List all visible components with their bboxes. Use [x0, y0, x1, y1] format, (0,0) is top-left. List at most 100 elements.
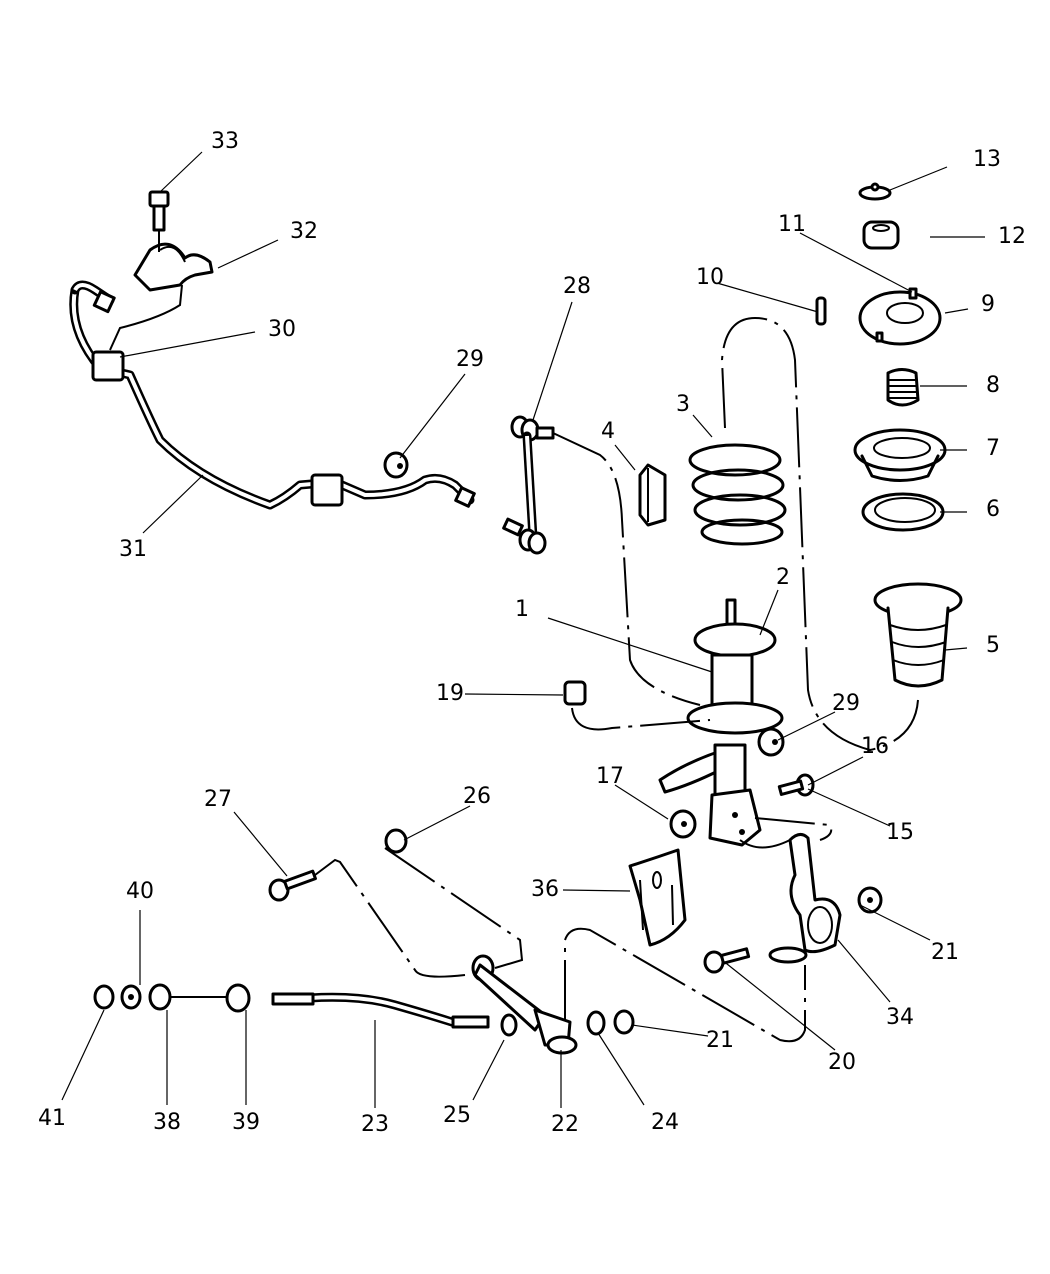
- leader-line-36: [562, 889, 631, 892]
- callout-25[interactable]: 25: [443, 1103, 471, 1128]
- leader-line-10: [716, 282, 819, 313]
- lower-control-arm[interactable]: [471, 954, 578, 1055]
- callout-29a[interactable]: 29: [456, 347, 484, 372]
- control-arm-pivot-bolt[interactable]: [268, 869, 317, 902]
- callout-1[interactable]: 1: [515, 597, 529, 622]
- callout-33[interactable]: 33: [211, 129, 239, 154]
- callout-13[interactable]: 13: [973, 147, 1001, 172]
- callout-38[interactable]: 38: [153, 1110, 181, 1135]
- strut-to-knuckle-bolt[interactable]: [777, 773, 815, 797]
- leader-line-19: [464, 693, 564, 696]
- leader-line-5: [944, 647, 968, 651]
- leader-line-26: [403, 805, 471, 841]
- leader-line-2: [759, 589, 779, 636]
- tension-strut-bushing-front[interactable]: [225, 983, 251, 1013]
- leader-line-21b: [631, 1024, 709, 1037]
- strut-assembly[interactable]: [658, 598, 784, 847]
- callout-27[interactable]: 27: [204, 787, 232, 812]
- dust-boot[interactable]: [873, 582, 963, 688]
- control-arm-nut[interactable]: [613, 1009, 635, 1035]
- callout-4[interactable]: 4: [601, 419, 615, 444]
- callout-22[interactable]: 22: [551, 1112, 579, 1137]
- callout-3[interactable]: 3: [676, 392, 690, 417]
- tension-strut-bushing-rear[interactable]: [148, 983, 172, 1011]
- leader-line-21a: [859, 904, 931, 941]
- stabilizer-link[interactable]: [502, 415, 555, 555]
- strut-mount-nut[interactable]: [563, 680, 587, 706]
- callout-9[interactable]: 9: [981, 292, 995, 317]
- leader-line-24: [597, 1032, 645, 1106]
- callout-21a[interactable]: 21: [931, 940, 959, 965]
- tension-strut-nut[interactable]: [93, 984, 115, 1010]
- callout-39[interactable]: 39: [232, 1110, 260, 1135]
- leader-line-29b: [777, 711, 836, 741]
- callout-31[interactable]: 31: [119, 537, 147, 562]
- leader-line-1: [547, 617, 713, 673]
- coil-spring[interactable]: [688, 443, 787, 546]
- callout-36[interactable]: 36: [531, 877, 559, 902]
- knuckle-nut[interactable]: [857, 886, 883, 914]
- callout-10[interactable]: 10: [696, 265, 724, 290]
- leader-line-30: [119, 331, 256, 358]
- tension-strut[interactable]: [271, 992, 490, 1029]
- callout-32[interactable]: 32: [290, 219, 318, 244]
- callout-23[interactable]: 23: [361, 1112, 389, 1137]
- spring-clip[interactable]: [638, 463, 667, 527]
- leader-line-11: [799, 232, 913, 293]
- strut-mount[interactable]: [858, 287, 942, 346]
- leader-line-32: [217, 239, 279, 269]
- callout-21b[interactable]: 21: [706, 1028, 734, 1053]
- upper-spring-seat[interactable]: [853, 428, 947, 482]
- callout-19[interactable]: 19: [436, 681, 464, 706]
- mount-bushing[interactable]: [862, 220, 900, 250]
- strut-to-knuckle-nut[interactable]: [669, 809, 697, 839]
- leader-line-16: [807, 756, 864, 786]
- callout-24[interactable]: 24: [651, 1110, 679, 1135]
- leader-line-28: [532, 301, 573, 421]
- callout-16[interactable]: 16: [861, 734, 889, 759]
- callout-17[interactable]: 17: [596, 764, 624, 789]
- callout-28[interactable]: 28: [563, 274, 591, 299]
- callout-20[interactable]: 20: [828, 1050, 856, 1075]
- leader-line-29a: [399, 373, 466, 459]
- callout-8[interactable]: 8: [986, 373, 1000, 398]
- retainer-bolt[interactable]: [148, 190, 170, 252]
- leader-line-31: [142, 474, 204, 534]
- stabilizer-link-nut[interactable]: [383, 451, 785, 757]
- callout-2[interactable]: 2: [776, 565, 790, 590]
- spring-isolator[interactable]: [861, 492, 945, 532]
- dust-cap[interactable]: [858, 182, 892, 201]
- leader-line-34: [837, 939, 891, 1003]
- callout-5[interactable]: 5: [986, 633, 1000, 658]
- knuckle-bolt[interactable]: [703, 947, 751, 974]
- callout-6[interactable]: 6: [986, 497, 1000, 522]
- bushing-retainer-bracket[interactable]: [109, 242, 214, 351]
- leader-line-9: [944, 308, 969, 314]
- assembly-lines: [314, 316, 919, 1043]
- callout-30[interactable]: 30: [268, 317, 296, 342]
- splash-shield[interactable]: [628, 848, 687, 947]
- callout-40[interactable]: 40: [126, 879, 154, 904]
- leader-line-27: [233, 811, 288, 877]
- leader-line-3: [692, 414, 713, 438]
- leader-line-25: [472, 1039, 505, 1101]
- tension-strut-washer[interactable]: [120, 984, 142, 1010]
- callout-41[interactable]: 41: [38, 1106, 66, 1131]
- callout-26[interactable]: 26: [463, 784, 491, 809]
- callout-11[interactable]: 11: [778, 212, 806, 237]
- leader-line-17: [614, 784, 669, 820]
- callout-7[interactable]: 7: [986, 436, 1000, 461]
- callout-15[interactable]: 15: [886, 820, 914, 845]
- control-arm-pivot-nut[interactable]: [384, 828, 408, 854]
- stud[interactable]: [815, 296, 827, 326]
- callout-34[interactable]: 34: [886, 1005, 914, 1030]
- callout-12[interactable]: 12: [998, 224, 1026, 249]
- steering-knuckle[interactable]: [768, 833, 842, 964]
- jounce-bumper[interactable]: [886, 368, 920, 407]
- control-arm-washer[interactable]: [500, 1010, 606, 1037]
- stabilizer-bushing[interactable]: [91, 350, 344, 507]
- leader-line-13: [889, 166, 948, 191]
- callout-29b[interactable]: 29: [832, 691, 860, 716]
